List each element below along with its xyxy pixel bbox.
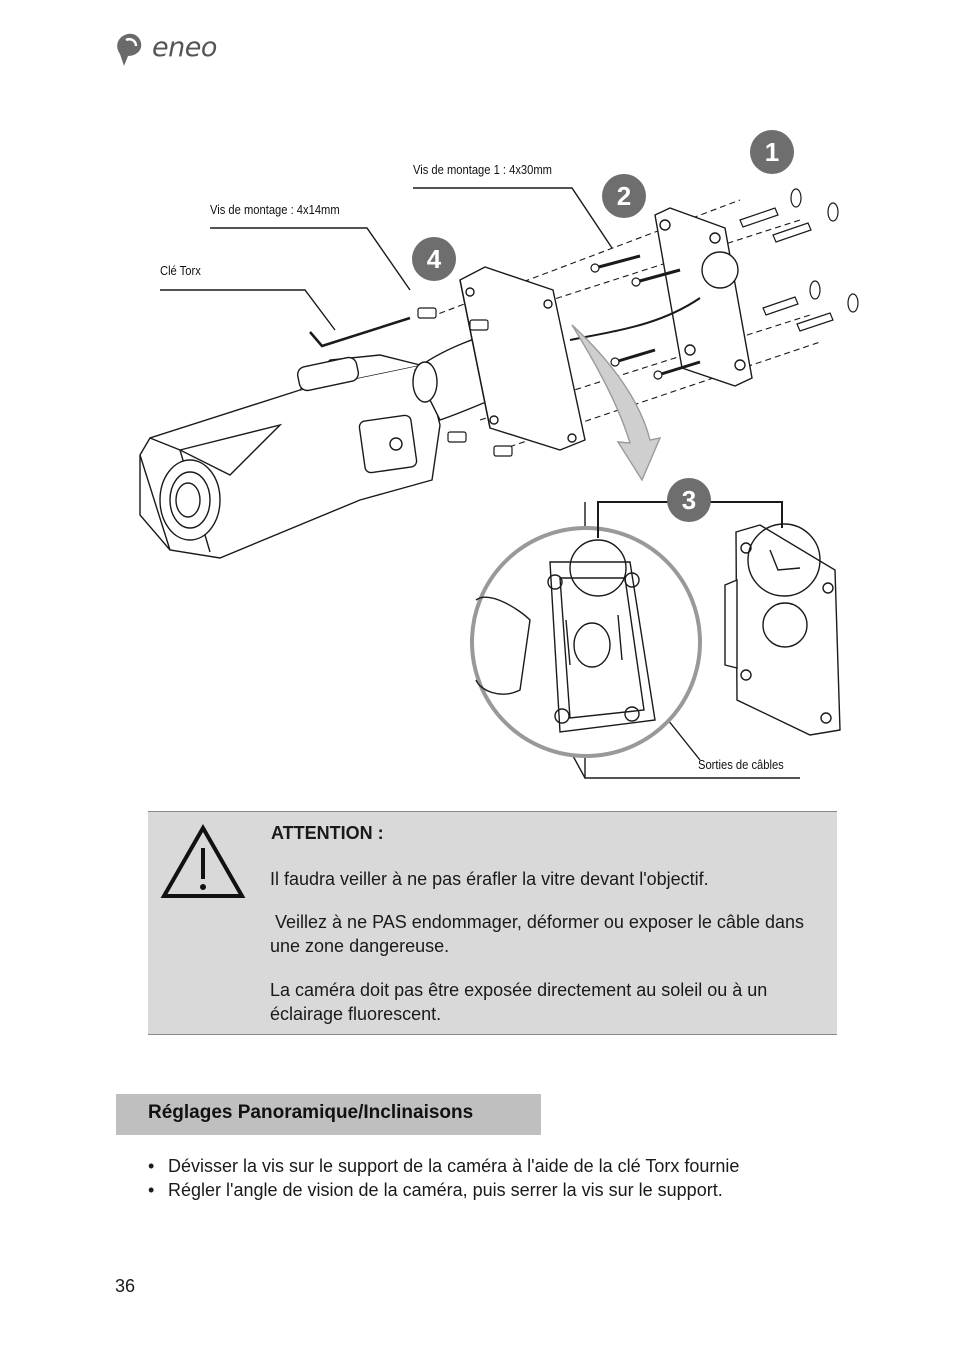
- instruction-list: • Dévisser la vis sur le support de la c…: [148, 1154, 739, 1202]
- eneo-logo: eneo: [114, 30, 224, 72]
- list-item: • Régler l'angle de vision de la caméra,…: [148, 1178, 739, 1202]
- list-item-text: Régler l'angle de vision de la caméra, p…: [168, 1180, 723, 1200]
- step-marker-4: 4: [412, 237, 456, 281]
- attention-paragraph-3: La caméra doit pas être exposée directem…: [270, 980, 768, 1024]
- attention-paragraph-2: Veillez à ne PAS endommager, déformer ou…: [270, 912, 810, 956]
- step-marker-2: 2: [602, 174, 646, 218]
- section-title: Réglages Panoramique/Inclinaisons: [148, 1102, 474, 1123]
- eneo-logo-mark: [117, 33, 142, 66]
- step-2-label: 2: [617, 181, 631, 211]
- installation-figure: 1 2 3 4 Vis de montage 1 : 4x30mm Vis de…: [0, 120, 954, 790]
- list-item: • Dévisser la vis sur le support de la c…: [148, 1154, 739, 1178]
- bullet-symbol: •: [148, 1156, 155, 1176]
- attention-box: ATTENTION : Il faudra veiller à ne pas é…: [148, 811, 837, 1035]
- step-4-label: 4: [427, 244, 442, 274]
- callout-mounting-screws-2: Vis de montage : 4x14mm: [210, 202, 340, 217]
- step-3-label: 3: [682, 485, 696, 515]
- callout-torx-key: Clé Torx: [160, 263, 201, 278]
- step-marker-3: 3: [667, 478, 711, 522]
- section-heading-bar: Réglages Panoramique/Inclinaisons: [116, 1094, 541, 1135]
- step-1-label: 1: [765, 137, 779, 167]
- callout-cable-exits: Sorties de câbles: [698, 757, 784, 772]
- bullet-symbol: •: [148, 1180, 155, 1200]
- attention-paragraph-1: Il faudra veiller à ne pas érafler la vi…: [270, 869, 709, 889]
- installation-diagram: 1 2 3 4: [139, 130, 859, 779]
- callout-mounting-screws-1: Vis de montage 1 : 4x30mm: [413, 162, 552, 177]
- list-item-text: Dévisser la vis sur le support de la cam…: [168, 1156, 740, 1176]
- step-marker-1: 1: [750, 130, 794, 174]
- page-number: 36: [115, 1276, 136, 1296]
- attention-title: ATTENTION :: [271, 823, 384, 843]
- logo-text: eneo: [152, 32, 217, 63]
- warning-icon: [160, 824, 246, 898]
